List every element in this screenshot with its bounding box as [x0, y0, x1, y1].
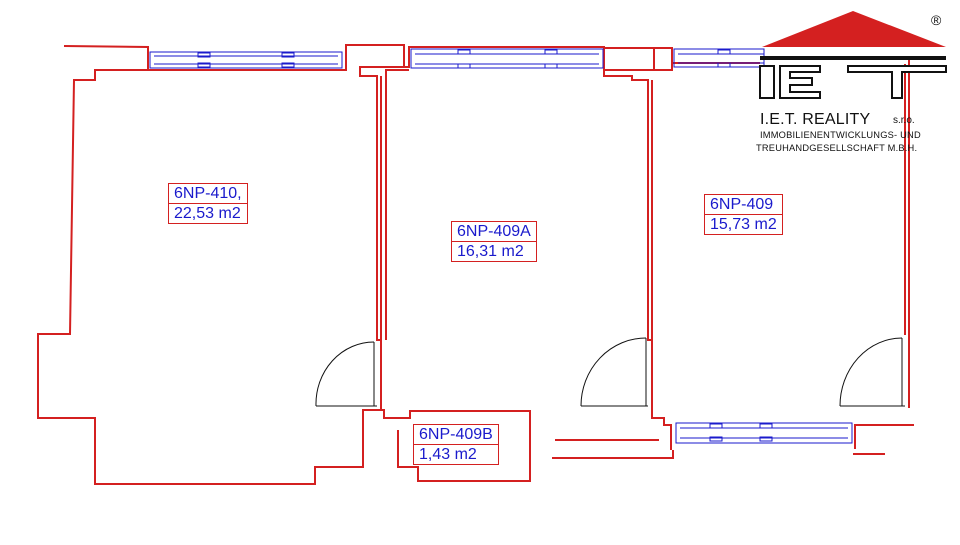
- logo-tagline-1: IMMOBILIENENTWICKLUNGS- UND: [760, 130, 921, 140]
- wall-room-409a: [385, 46, 655, 341]
- room-area: 22,53 m2: [169, 203, 247, 223]
- room-area: 15,73 m2: [705, 214, 782, 234]
- room-label-409: 6NP-409 15,73 m2: [704, 194, 783, 235]
- logo-bar: [760, 56, 946, 60]
- windows: [149, 48, 853, 444]
- room-id: 6NP-410,: [174, 185, 242, 202]
- window-410: [149, 51, 343, 69]
- window-bottom: [675, 422, 853, 444]
- room-label-409b: 6NP-409B 1,43 m2: [413, 424, 499, 465]
- wall-410-409a-left: [376, 76, 382, 340]
- wall-bottom: [381, 340, 914, 482]
- room-id: 6NP-409A: [457, 223, 531, 240]
- door-409a: [580, 337, 648, 407]
- logo-tagline-2: TREUHANDGESELLSCHAFT M.B.H.: [756, 143, 918, 153]
- logo-roof: [762, 11, 946, 47]
- registered-mark-icon: ®: [931, 12, 942, 28]
- room-area: 1,43 m2: [414, 444, 498, 464]
- door-409: [839, 337, 905, 407]
- door-410: [315, 341, 377, 407]
- logo-letters: [759, 65, 947, 99]
- wall-room-410: [37, 44, 405, 485]
- walls: [37, 44, 914, 485]
- logo-company-suffix: s.r.o.: [893, 115, 915, 126]
- room-label-410: 6NP-410, 22,53 m2: [168, 183, 248, 224]
- room-id: 6NP-409: [710, 196, 774, 213]
- room-area: 16,31 m2: [452, 241, 536, 261]
- window-409a: [410, 48, 604, 69]
- room-label-409a: 6NP-409A 16,31 m2: [451, 221, 537, 262]
- room-id: 6NP-409B: [419, 426, 493, 443]
- doors: [315, 337, 905, 407]
- window-409: [673, 48, 765, 68]
- logo-company-name: I.E.T. REALITY: [760, 111, 871, 128]
- company-logo: [759, 11, 947, 99]
